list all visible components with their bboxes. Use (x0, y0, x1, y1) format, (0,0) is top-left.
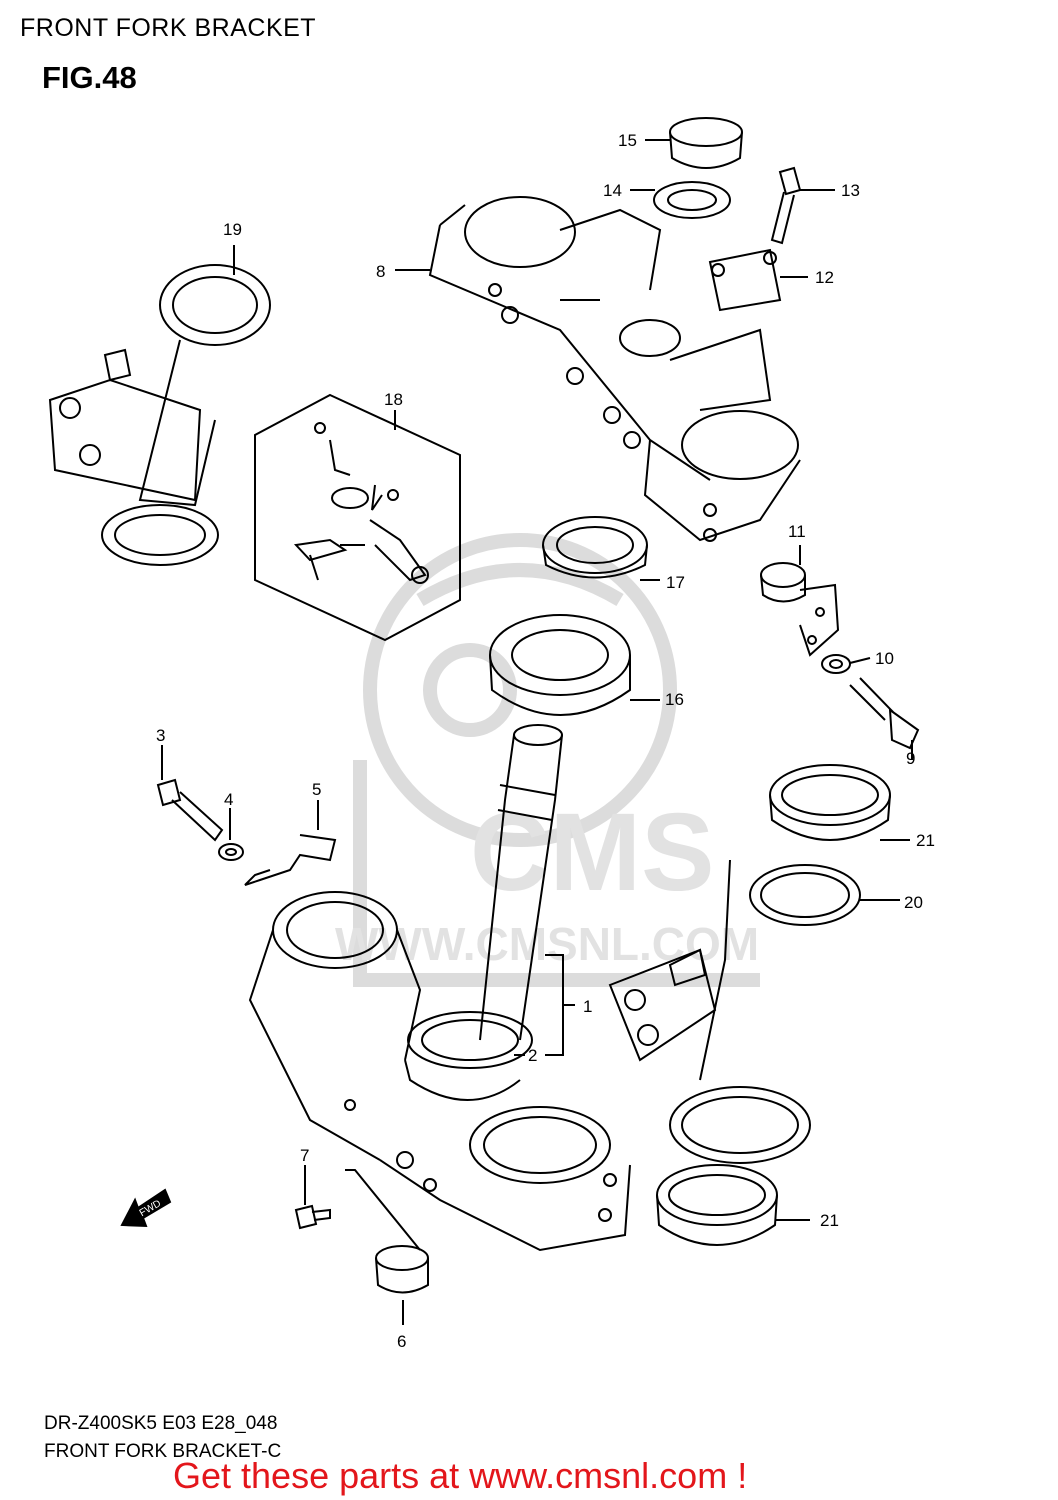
part-12-handlebar-holder (708, 248, 782, 312)
callout-20: 20 (904, 893, 923, 912)
callout-21-lower: 21 (820, 1211, 839, 1230)
callout-18: 18 (384, 390, 403, 409)
callout-7: 7 (300, 1146, 309, 1165)
model-code: DR-Z400SK5 E03 E28_048 (44, 1413, 278, 1434)
promo-link[interactable]: Get these parts at www.cmsnl.com ! (173, 1455, 748, 1496)
callout-labels: 1 2 3 4 5 6 7 8 9 10 11 12 13 14 15 16 1… (138, 131, 935, 1351)
part-18-kit-frame (254, 393, 461, 642)
callout-2: 2 (528, 1046, 537, 1065)
callout-13: 13 (841, 181, 860, 200)
page-title: FRONT FORK BRACKET (20, 14, 317, 42)
callout-8: 8 (376, 262, 385, 281)
watermark-logo-text: CMS (470, 791, 714, 914)
part-3-bolt (156, 778, 224, 842)
figure-number: FIG.48 (42, 60, 137, 95)
callout-17: 17 (666, 573, 685, 592)
part-2-bearing (407, 1011, 533, 1069)
part-11-bracket (760, 562, 840, 657)
callout-6: 6 (397, 1332, 406, 1351)
leader-lines (161, 139, 913, 1325)
part-9-bolt (849, 677, 920, 750)
part-14-washer (653, 181, 731, 219)
part-8-upper-bracket (428, 196, 801, 542)
callout-5: 5 (312, 780, 321, 799)
watermark-url: WWW.CMSNL.COM (335, 918, 759, 970)
part-16-bearing (489, 614, 631, 716)
callout-3: 3 (156, 726, 165, 745)
diagram-caption: FRONT FORK BRACKET-C (44, 1441, 282, 1462)
callout-12: 12 (815, 268, 834, 287)
part-15-cap (669, 117, 743, 169)
part-19-cover (48, 264, 271, 566)
part-21-ring-lower (656, 1164, 778, 1246)
callout-19: 19 (223, 220, 242, 239)
callout-21-upper: 21 (916, 831, 935, 850)
lower-bracket (248, 891, 631, 1252)
part-7-bolt (294, 1204, 331, 1230)
callout-10: 10 (875, 649, 894, 668)
callout-15: 15 (618, 131, 637, 150)
part-10-washer (821, 654, 851, 674)
part-21-ring-upper (769, 764, 891, 841)
fwd-label: FWD (138, 1198, 163, 1219)
fwd-arrow (120, 1188, 172, 1228)
part-13-bolt (770, 166, 802, 245)
part-5-clip (244, 834, 337, 886)
part-1-steering-stem (479, 724, 563, 1041)
callout-14: 14 (603, 181, 622, 200)
part-4-washer (218, 843, 244, 861)
part-6-grommet (345, 1169, 429, 1294)
callout-16: 16 (665, 690, 684, 709)
callout-1: 1 (583, 997, 592, 1016)
watermark-logo (353, 533, 760, 987)
part-20-cover (608, 859, 861, 1164)
callout-11: 11 (788, 522, 806, 541)
callout-4: 4 (224, 790, 233, 809)
callout-9: 9 (906, 749, 915, 768)
part-17-steering-nut (542, 516, 648, 579)
